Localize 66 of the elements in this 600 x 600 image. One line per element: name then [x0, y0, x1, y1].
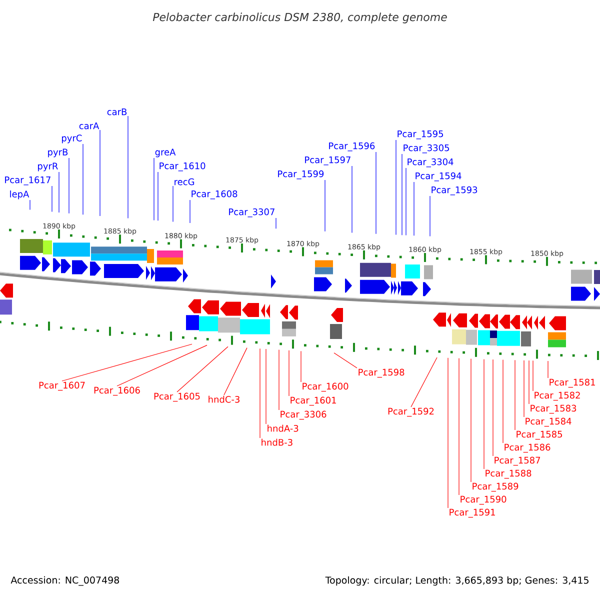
leader-line — [68, 158, 70, 214]
gene-label: Pcar_1593 — [432, 186, 478, 196]
leader-line — [470, 358, 472, 482]
gene-label: hndC-3 — [208, 396, 240, 403]
gene-label: hndB-3 — [262, 438, 292, 446]
leader-line — [172, 186, 174, 222]
gene-label: pyrB — [48, 148, 68, 158]
gene-label: Pcar_1591 — [450, 508, 495, 518]
gene-label: Pcar_3307 — [229, 208, 274, 218]
leader-line — [514, 360, 516, 430]
gene-label: Pcar_1606 — [94, 386, 140, 396]
gene-label: recG — [174, 178, 194, 186]
gene-label: carA — [79, 122, 100, 130]
gene-label: lepA — [10, 190, 30, 200]
leader-line — [116, 344, 208, 386]
gene-label: Pcar_1584 — [526, 418, 572, 427]
leader-line — [278, 350, 280, 410]
gene-label: Pcar_1600 — [302, 382, 348, 392]
gene-label: Pcar_1590 — [460, 496, 506, 505]
gene-label: hndA-3 — [268, 424, 298, 432]
gene-label: Pcar_1583 — [530, 404, 576, 414]
gene-label: Pcar_1610 — [160, 162, 206, 172]
leader-line — [410, 357, 438, 408]
gene-label: Pcar_1587 — [494, 456, 540, 466]
leader-line — [324, 180, 326, 232]
footer-text: Accession: NC_007498 — [10, 576, 120, 586]
leader-line — [502, 360, 504, 444]
leader-line — [82, 144, 84, 215]
leader-line — [224, 348, 248, 396]
gene-label: pyrC — [62, 134, 82, 144]
leader-line — [176, 346, 228, 392]
leader-line — [492, 359, 494, 456]
leader-line — [528, 360, 530, 404]
gene-label: Pcar_3305 — [404, 144, 449, 154]
leader-line — [288, 350, 290, 396]
gene-label: Pcar_1607 — [39, 382, 85, 391]
gene-label: Pcar_3306 — [280, 410, 326, 420]
gene-label: Pcar_1582 — [534, 392, 580, 401]
leader-line — [532, 360, 534, 392]
gene-label: Pcar_1605 — [154, 392, 200, 402]
gene-label: Pcar_1601 — [290, 396, 336, 406]
gene-label: Pcar_1592 — [388, 408, 434, 417]
title: Pelobacter carbinolicus DSM 2380, complete genome — [152, 12, 447, 24]
gene-label: Pcar_1599 — [278, 170, 324, 180]
leader-line — [458, 358, 460, 496]
gene-label: Pcar_1597 — [305, 156, 350, 166]
gene-label: Pcar_1617 — [5, 176, 50, 186]
leader-line — [58, 172, 60, 213]
gene-label: Pcar_1589 — [472, 482, 518, 492]
leader-line — [334, 352, 358, 368]
leader-line — [300, 350, 302, 382]
gene-label: carB — [107, 108, 127, 116]
gene-label: greA — [155, 148, 176, 158]
gene-label: Pcar_1596 — [329, 142, 375, 152]
gene-label: Pcar_1608 — [192, 190, 238, 200]
leader-line — [62, 344, 192, 382]
gene-label: Pcar_3304 — [408, 158, 454, 168]
gene-label: Pcar_1586 — [504, 444, 550, 453]
gene-label: Pcar_1581 — [550, 378, 595, 388]
gene-label: Pcar_1595 — [398, 130, 443, 140]
footer-text: Topology: circular; Length: 3,665,893 bp; Genes: 3,415 — [325, 576, 588, 586]
gene-label: Pcar_1594 — [416, 172, 462, 182]
gene-label: Pcar_1598 — [358, 368, 404, 378]
gene-label: Pcar_1585 — [516, 430, 562, 440]
gene-label: pyrR — [38, 162, 58, 172]
gene-label: Pcar_1588 — [486, 470, 532, 479]
